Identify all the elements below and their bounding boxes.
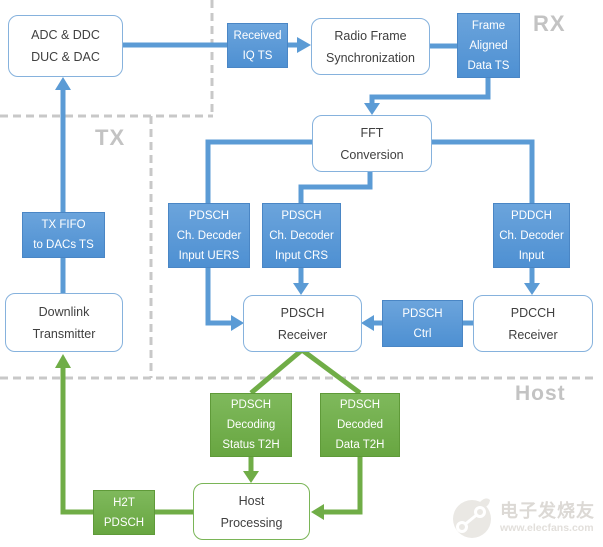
region-label-host: Host <box>515 382 566 405</box>
node-text: FFT <box>360 125 384 140</box>
node-text: ADC & DDC <box>31 28 100 42</box>
node-text: Frame <box>471 19 506 32</box>
region-label-tx: TX <box>95 125 126 150</box>
node-text: PDSCH <box>230 399 272 411</box>
elecfans-logo-icon <box>453 498 491 538</box>
node-text: Receiver <box>508 327 558 342</box>
node-text: Data T2H <box>335 439 385 451</box>
node-text: Ch. Decoder <box>499 229 564 242</box>
blue-flow-lines <box>60 42 535 326</box>
node-text: PDSCH <box>402 307 443 320</box>
node-text: Ctrl <box>413 327 432 340</box>
node-downlink-transmitter: Downlink Transmitter <box>5 293 123 352</box>
node-pdsch-ch-decoder-input-uers: PDSCH Ch. Decoder Input UERS <box>168 203 250 268</box>
node-pdsch-ctrl: PDSCH Ctrl <box>382 300 463 347</box>
watermark: 电子发烧友 www.elecfans.com <box>450 492 595 542</box>
watermark-site: www.elecfans.com <box>500 521 594 534</box>
node-text: Conversion <box>340 147 404 162</box>
node-text: to DACs TS <box>33 239 94 251</box>
node-tx-fifo-to-dacs-ts: TX FIFO to DACs TS <box>22 212 105 258</box>
node-host-processing: Host Processing <box>193 483 310 540</box>
node-text: PDSCH <box>339 399 381 411</box>
blue-arrowheads <box>55 37 540 331</box>
node-text: Input UERS <box>178 249 240 262</box>
node-frame-aligned-data-ts: Frame Aligned Data TS <box>457 13 520 78</box>
node-text: Receiver <box>277 327 328 342</box>
node-pdsch-receiver: PDSCH Receiver <box>243 295 362 352</box>
node-text: PDCCH <box>510 305 556 320</box>
node-text: Status T2H <box>222 439 280 451</box>
node-pddch-ch-decoder-input: PDDCH Ch. Decoder Input <box>493 203 570 268</box>
node-text: Received <box>233 29 282 42</box>
node-text: Input CRS <box>274 249 329 262</box>
node-text: Aligned <box>469 39 508 52</box>
green-arrowheads <box>55 354 324 520</box>
node-adc-ddc-duc-dac: ADC & DDC DUC & DAC <box>8 15 123 77</box>
watermark-brand: 电子发烧友 <box>500 500 595 521</box>
node-fft-conversion: FFT Conversion <box>312 115 432 172</box>
node-text: Host <box>238 493 265 508</box>
node-text: PDSCH <box>280 305 325 320</box>
node-text: Transmitter <box>32 326 96 341</box>
node-text: TX FIFO <box>41 219 86 231</box>
node-text: Downlink <box>38 304 90 319</box>
node-text: Processing <box>220 515 283 530</box>
node-text: IQ TS <box>242 49 273 62</box>
node-received-iq-ts: Received IQ TS <box>227 23 288 68</box>
node-text: PDSCH <box>188 209 230 222</box>
node-pdsch-decoding-status-t2h: PDSCH Decoding Status T2H <box>210 393 292 457</box>
node-text: Synchronization <box>326 50 415 65</box>
node-text: PDSCH <box>281 209 322 222</box>
region-label-rx: RX <box>533 11 566 36</box>
node-text: Decoded <box>336 419 384 431</box>
node-pdcch-receiver: PDCCH Receiver <box>473 295 593 352</box>
node-text: DUC & DAC <box>31 50 100 64</box>
node-pdsch-ch-decoder-input-crs: PDSCH Ch. Decoder Input CRS <box>262 203 341 268</box>
node-text: PDSCH <box>103 516 145 529</box>
node-text: Ch. Decoder <box>176 229 242 242</box>
node-text: Radio Frame <box>334 28 407 43</box>
node-pdsch-decoded-data-t2h: PDSCH Decoded Data T2H <box>320 393 400 457</box>
node-text: H2T <box>113 496 135 509</box>
node-text: Ch. Decoder <box>269 229 334 242</box>
node-text: Decoding <box>226 419 276 431</box>
node-radio-frame-sync: Radio Frame Synchronization <box>311 18 430 75</box>
node-h2t-pdsch: H2T PDSCH <box>93 490 155 535</box>
node-text: PDDCH <box>511 209 552 222</box>
region-dashed-lines <box>0 0 598 380</box>
node-text: Data TS <box>467 59 510 72</box>
node-text: Input <box>518 249 545 262</box>
